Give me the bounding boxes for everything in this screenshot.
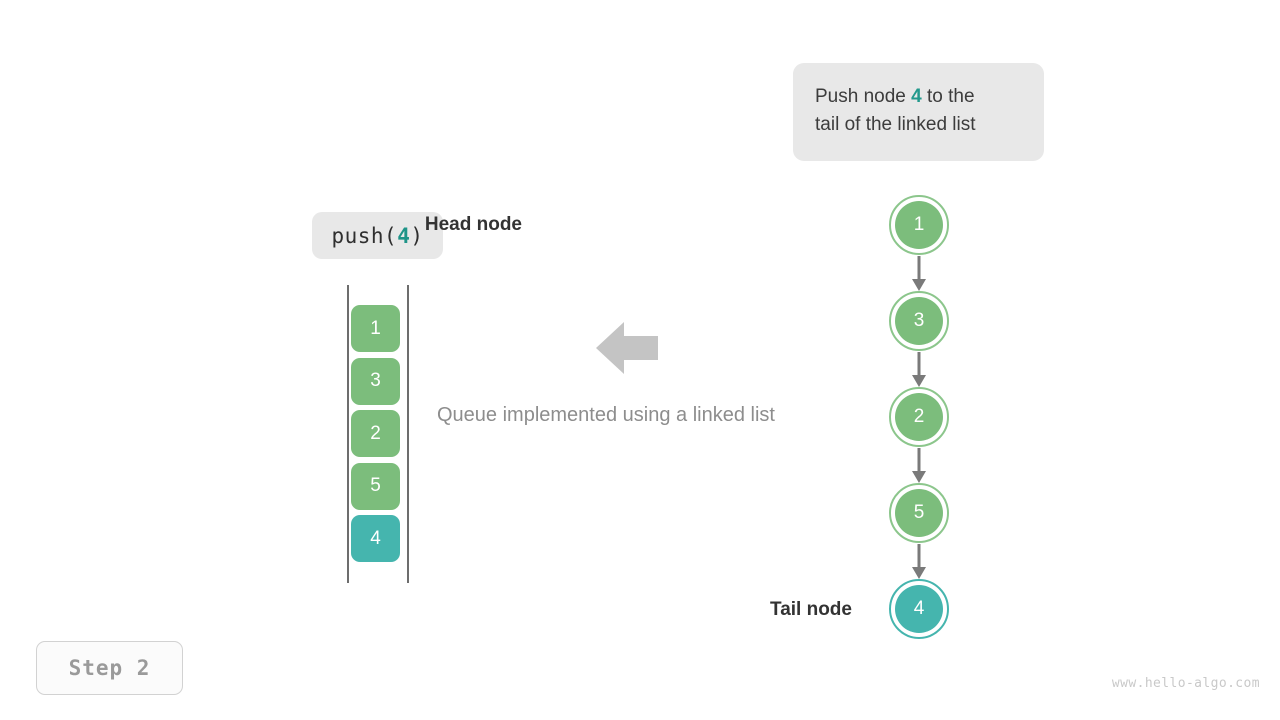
queue-rail-left — [347, 285, 349, 583]
node-value: 4 — [913, 598, 925, 619]
arrow-left-icon — [596, 320, 658, 376]
node-ring — [889, 483, 949, 543]
queue-cell-value: 4 — [370, 527, 381, 549]
node-ring — [889, 195, 949, 255]
queue-cell-value: 3 — [370, 370, 381, 391]
push-chip-suffix: ) — [410, 223, 424, 248]
node-ring — [889, 579, 949, 639]
callout-line-2: tail of the linked list — [815, 114, 976, 135]
queue-cell-value: 2 — [370, 422, 381, 444]
node-value: 2 — [913, 406, 925, 427]
node-value: 5 — [913, 502, 925, 523]
node-value: 3 — [913, 310, 925, 331]
queue-cell: 5 — [351, 462, 400, 510]
queue-rail-right — [407, 285, 409, 583]
node-circle: 4 — [895, 585, 943, 633]
connector-arrowhead-icon — [912, 567, 926, 579]
node-circle: 3 — [895, 297, 943, 345]
callout-line-1-prefix: Push node — [815, 86, 912, 107]
queue-cell: 1 — [351, 305, 400, 352]
node-value: 1 — [913, 214, 925, 235]
node-ring — [889, 291, 949, 351]
queue-cell-highlighted: 4 — [351, 515, 400, 562]
callout-line-1-suffix: to the — [921, 86, 975, 107]
callout-node-value: 4 — [911, 86, 922, 107]
linked-list-node: 1 — [889, 195, 949, 255]
callout-line-1: Push node 4 to the — [815, 83, 1022, 111]
diagram-caption: Queue implemented using a linked list — [437, 404, 775, 426]
queue-cell-value: 5 — [370, 475, 381, 496]
linked-list-node: 2 — [889, 387, 949, 447]
connector-arrowhead-icon — [912, 375, 926, 387]
connector-arrowhead-icon — [912, 279, 926, 291]
linked-list-node: 3 — [889, 291, 949, 351]
node-ring — [889, 387, 949, 447]
node-circle: 2 — [895, 393, 943, 441]
node-circle: 1 — [895, 201, 943, 249]
push-chip-prefix: push( — [331, 223, 398, 248]
queue-cell: 2 — [351, 410, 400, 457]
queue-cell-value: 1 — [370, 317, 381, 339]
node-circle: 5 — [895, 489, 943, 537]
operation-chip-push: push(4) — [312, 212, 443, 259]
push-chip-value: 4 — [397, 223, 411, 248]
tail-node-label: Tail node — [770, 599, 852, 620]
queue-array-column: 1 3 2 5 4 — [340, 280, 420, 590]
step-badge: Step 2 — [36, 641, 183, 695]
linked-list-node-highlighted: 4 — [889, 579, 949, 639]
connector-arrowhead-icon — [912, 471, 926, 483]
callout-box: Push node 4 to the tail of the linked li… — [793, 63, 1044, 161]
watermark: www.hello-algo.com — [1111, 676, 1260, 691]
linked-list-node: 5 — [889, 483, 949, 543]
queue-cell: 3 — [351, 357, 400, 405]
